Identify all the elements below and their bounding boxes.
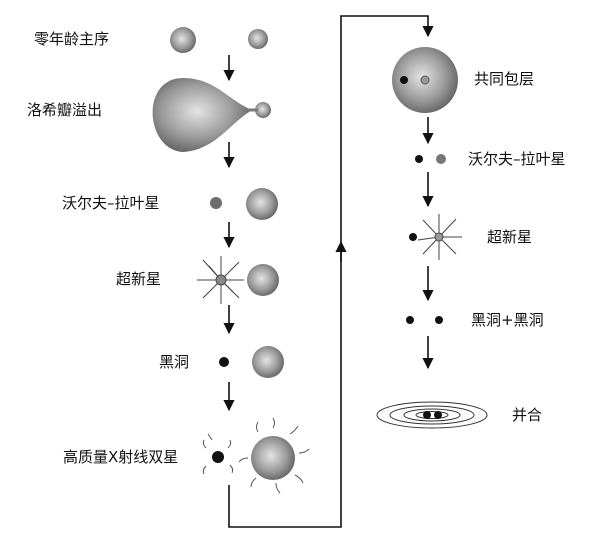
stage-label-black-hole: 黑洞 [159,353,190,371]
gravitational-wave-ring [376,401,488,429]
stage-label-zams: 零年龄主序 [34,30,110,48]
accretion-squiggles-icon [202,433,234,475]
black-hole [409,233,417,241]
stellar-wind-squiggles-icon [238,417,310,494]
stage-hmxb [202,417,310,494]
black-hole [406,316,414,324]
stage-supernova-right [409,214,462,260]
connector-path [228,15,434,528]
companion-star [251,436,295,480]
stage-label-supernova: 超新星 [116,270,162,288]
gravitational-wave-ring [415,411,449,419]
stage-label-hmxb: 高质量X射线双星 [63,448,179,466]
black-hole [423,411,431,419]
star-secondary [248,29,268,49]
stage-common-envelope [392,47,458,113]
black-hole [212,451,224,463]
remnant [215,274,227,286]
stage-bh-bh [406,316,443,324]
stage-label-supernova-right: 超新星 [487,228,533,246]
stage-merger [376,401,488,429]
stage-label-common-envelope: 共同包层 [474,70,535,88]
roche-lobe-donor [152,78,252,152]
stage-supernova [197,256,279,304]
stage-label-merger: 并合 [512,406,543,424]
stage-label-wolf-rayet-right: 沃尔夫–拉叶星 [468,150,566,168]
wolf-rayet-star [436,154,446,164]
stage-roche-lobe-overflow [152,78,271,152]
stage-label-roche-lobe-overflow: 洛希瓣溢出 [27,101,103,119]
black-hole [415,155,423,163]
stage-wolf-rayet-right [415,154,446,164]
stage-black-hole [219,346,284,378]
stage-label-bh-bh: 黑洞+黑洞 [471,311,544,329]
core [420,75,430,85]
companion-star [247,264,279,296]
wolf-rayet-star [210,197,222,209]
gravitational-wave-ring [403,408,461,422]
companion-star [246,188,278,220]
black-hole [219,357,229,367]
remnant [434,232,444,242]
black-hole [400,76,408,84]
stage-label-wolf-rayet: 沃尔夫–拉叶星 [62,194,160,212]
gravitational-wave-ring [389,405,475,425]
companion-star [252,346,284,378]
accretor-star [255,102,271,118]
black-hole [435,316,443,324]
stage-wolf-rayet [210,188,278,220]
stage-zams-stars [170,27,268,53]
black-hole [434,411,442,419]
star-primary [170,27,196,53]
